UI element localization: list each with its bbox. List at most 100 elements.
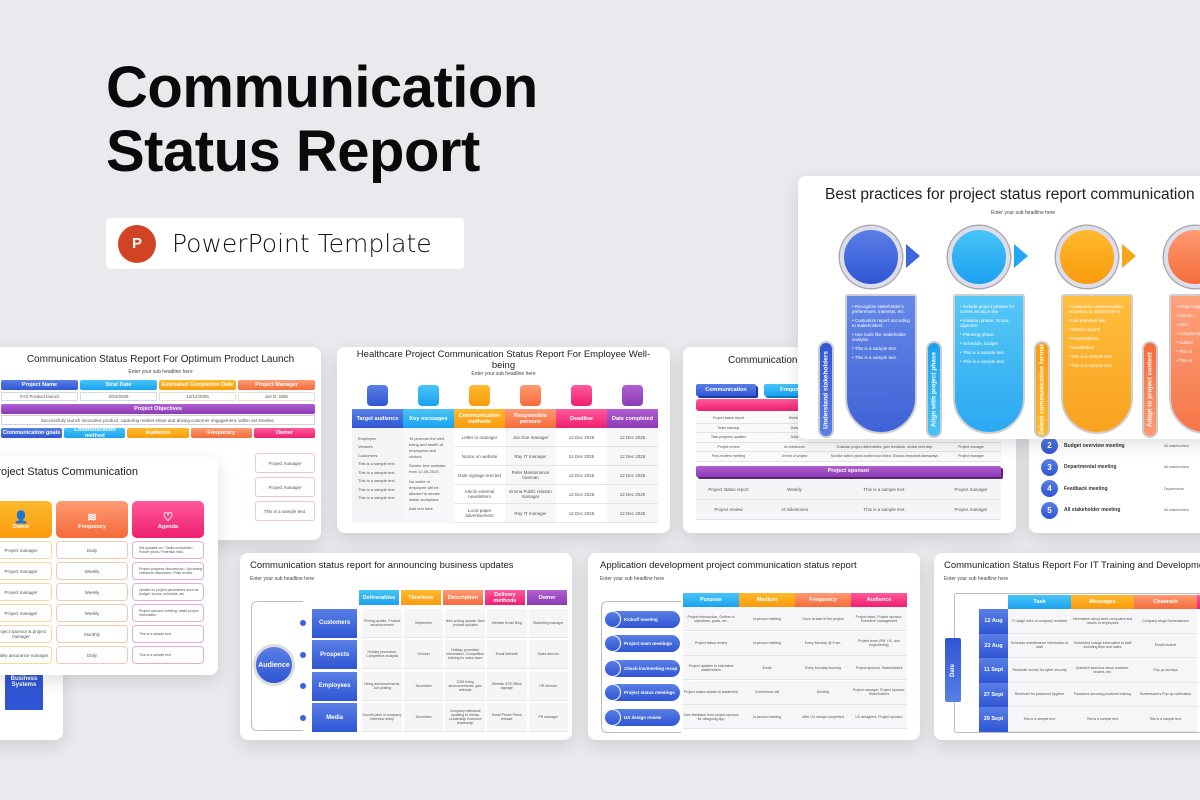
table-cell: Pop-up surveys [1134, 658, 1197, 683]
table-cell: Project manager [941, 452, 1001, 462]
slide-best-practices[interactable]: Best practices for project status report… [798, 176, 1200, 439]
hero-title: Communication Status Report [106, 56, 538, 184]
slide-it-training[interactable]: Communication Status Report For IT Train… [934, 553, 1200, 740]
table-cell: December [403, 703, 444, 733]
table-cell: Project sponsor, Stakeholders [851, 656, 907, 681]
connector-dot [300, 683, 306, 690]
step-number: 4 [1041, 480, 1058, 498]
owner-icon: 👤 [13, 509, 29, 524]
date-cell: 29 Sept [979, 707, 1008, 732]
slide-app-dev[interactable]: Application development project communic… [588, 553, 920, 740]
header-start-date: Strat Date [80, 380, 157, 390]
frequency-cell: Weekly [56, 583, 128, 601]
table-cell: Sales director [528, 640, 569, 670]
table-cell: 12 Dec 2025 [607, 447, 658, 466]
table-cell: Daily [761, 433, 828, 443]
bullet-item: This is a sample text. [960, 350, 1018, 355]
header-comm-goals: Communication goals [1, 428, 63, 438]
table-cell: Growth pitch of company, Interview setup [362, 703, 402, 733]
slide-subtitle: Enter your sub headline here [944, 576, 1009, 582]
slide-subtitle: Enter your sub headline here [600, 576, 665, 582]
slide-title: Communication Status Report For IT Train… [944, 560, 1200, 571]
table-cell: Email Website [486, 640, 527, 670]
calendar-icon [622, 385, 643, 406]
people-network-icon [520, 385, 541, 406]
audience-item: This is a sample text. [358, 478, 396, 483]
table-cell: Holiday promotion, Competitive analysis [362, 640, 402, 670]
meeting-pill: Project status meetings [604, 684, 680, 702]
bullet-item: This is a sample text. [852, 355, 910, 360]
value-completion-date: 12/12/2025 [159, 392, 236, 401]
message-item: No visitor or employee will be allowed t… [409, 478, 440, 502]
header-project-manager: Project Manager [238, 380, 315, 390]
header-comm-method: Communication method [64, 427, 126, 439]
table-cell: At end of project [761, 452, 828, 462]
table-cell: 12 Dec 2025 [556, 485, 607, 504]
frequency-cell: Daily [56, 646, 128, 664]
envelope-icon [418, 385, 439, 406]
money-hand-icon [469, 385, 490, 406]
table-cell: Company milestone updating to media, Lea… [445, 703, 485, 733]
bullet-item: Schedule, budget [960, 341, 1018, 346]
bullet-item: This is [1176, 358, 1200, 363]
chevron-right-icon [1014, 244, 1028, 268]
slide-business-updates[interactable]: Communication status report for announci… [240, 553, 572, 740]
date-cell: 11 Sept [979, 658, 1008, 683]
table-cell: In-person meeting [739, 705, 795, 730]
bullet-item: Culture [1176, 340, 1200, 345]
table-cell: Task progress updates [696, 433, 761, 443]
header-completion-date: Estimated Completion Date [159, 380, 236, 390]
table-cell: Screensavers Pop-up notification [1134, 682, 1197, 707]
messages-list: To promote the well-being and health of … [403, 428, 454, 523]
table-cell: This is a sample text. [1071, 707, 1134, 732]
owner-cell: Project manager [255, 453, 315, 473]
step-bullets: Customize communication according to sta… [1068, 304, 1126, 368]
bullet-item: Use planners like [1068, 318, 1126, 323]
header-key-messages: Key messages [403, 409, 454, 428]
meeting-pill: Check-ins/meeting recap [604, 659, 680, 677]
header-deliverables: Deliverables [359, 590, 399, 605]
agenda-cell: This is a sample text. [132, 646, 204, 664]
value-start-date: 2/04/2025 [80, 392, 157, 401]
audience-item: Employee [358, 435, 376, 441]
step-label: Adapt to project context [1142, 341, 1158, 438]
table-cell: 2025 hiring announcements, gain referral… [445, 671, 485, 701]
table-cell: Ray IT manager [505, 504, 556, 523]
bullet-item: This is a sample text. [960, 359, 1018, 364]
meeting-connector [601, 601, 681, 733]
table-cell: Website ATS Office signage [486, 671, 527, 701]
table-cell: Schedule maintenance information to staf… [1008, 633, 1071, 658]
table-cell: Project status report [696, 414, 761, 424]
header-date-completed: Date completed [607, 409, 658, 428]
audience-hub: Audience [253, 644, 295, 686]
slide-healthcare[interactable]: Healthcare Project Communication Status … [337, 347, 670, 533]
slide-project-status[interactable]: Project Status Communication 👤Owner ≋Fre… [0, 457, 218, 675]
table-cell: Project status report [696, 479, 761, 500]
audience-label: Employees [311, 671, 358, 701]
meeting-label: All stakeholder meeting [1064, 507, 1121, 514]
bullet-item: Initiation phase: Scope, objective [960, 318, 1018, 328]
header-timelines: Timelines [401, 590, 441, 605]
audience-item: This is a sample text. [358, 461, 396, 466]
objectives-text: Successfully launch innovative product, … [1, 415, 315, 425]
powerpoint-icon: P [118, 224, 156, 263]
meeting-audience: All stakeholders [1164, 465, 1189, 470]
frequency-cell: Weekly [56, 604, 128, 622]
sound-wave-icon: ≋ [86, 509, 98, 524]
table-cell: Project manager, Project sponsor, Stakeh… [851, 680, 907, 705]
table-cell: In-person meeting [739, 607, 795, 632]
slide-title: Best practices for project status report… [825, 186, 1195, 203]
connector-dot [300, 651, 306, 658]
date-cell: 12 Aug [979, 609, 1008, 634]
message-item: Add text here [409, 506, 433, 511]
table-cell: Scheduled outage information to staff in… [1071, 633, 1134, 658]
header-target-audience: Target audience [352, 409, 403, 428]
table-cell: Once at start of the project [795, 607, 851, 632]
meeting-audience: All stakeholders [1164, 508, 1189, 513]
value-project-manager: Joe D. Wills [238, 392, 315, 401]
